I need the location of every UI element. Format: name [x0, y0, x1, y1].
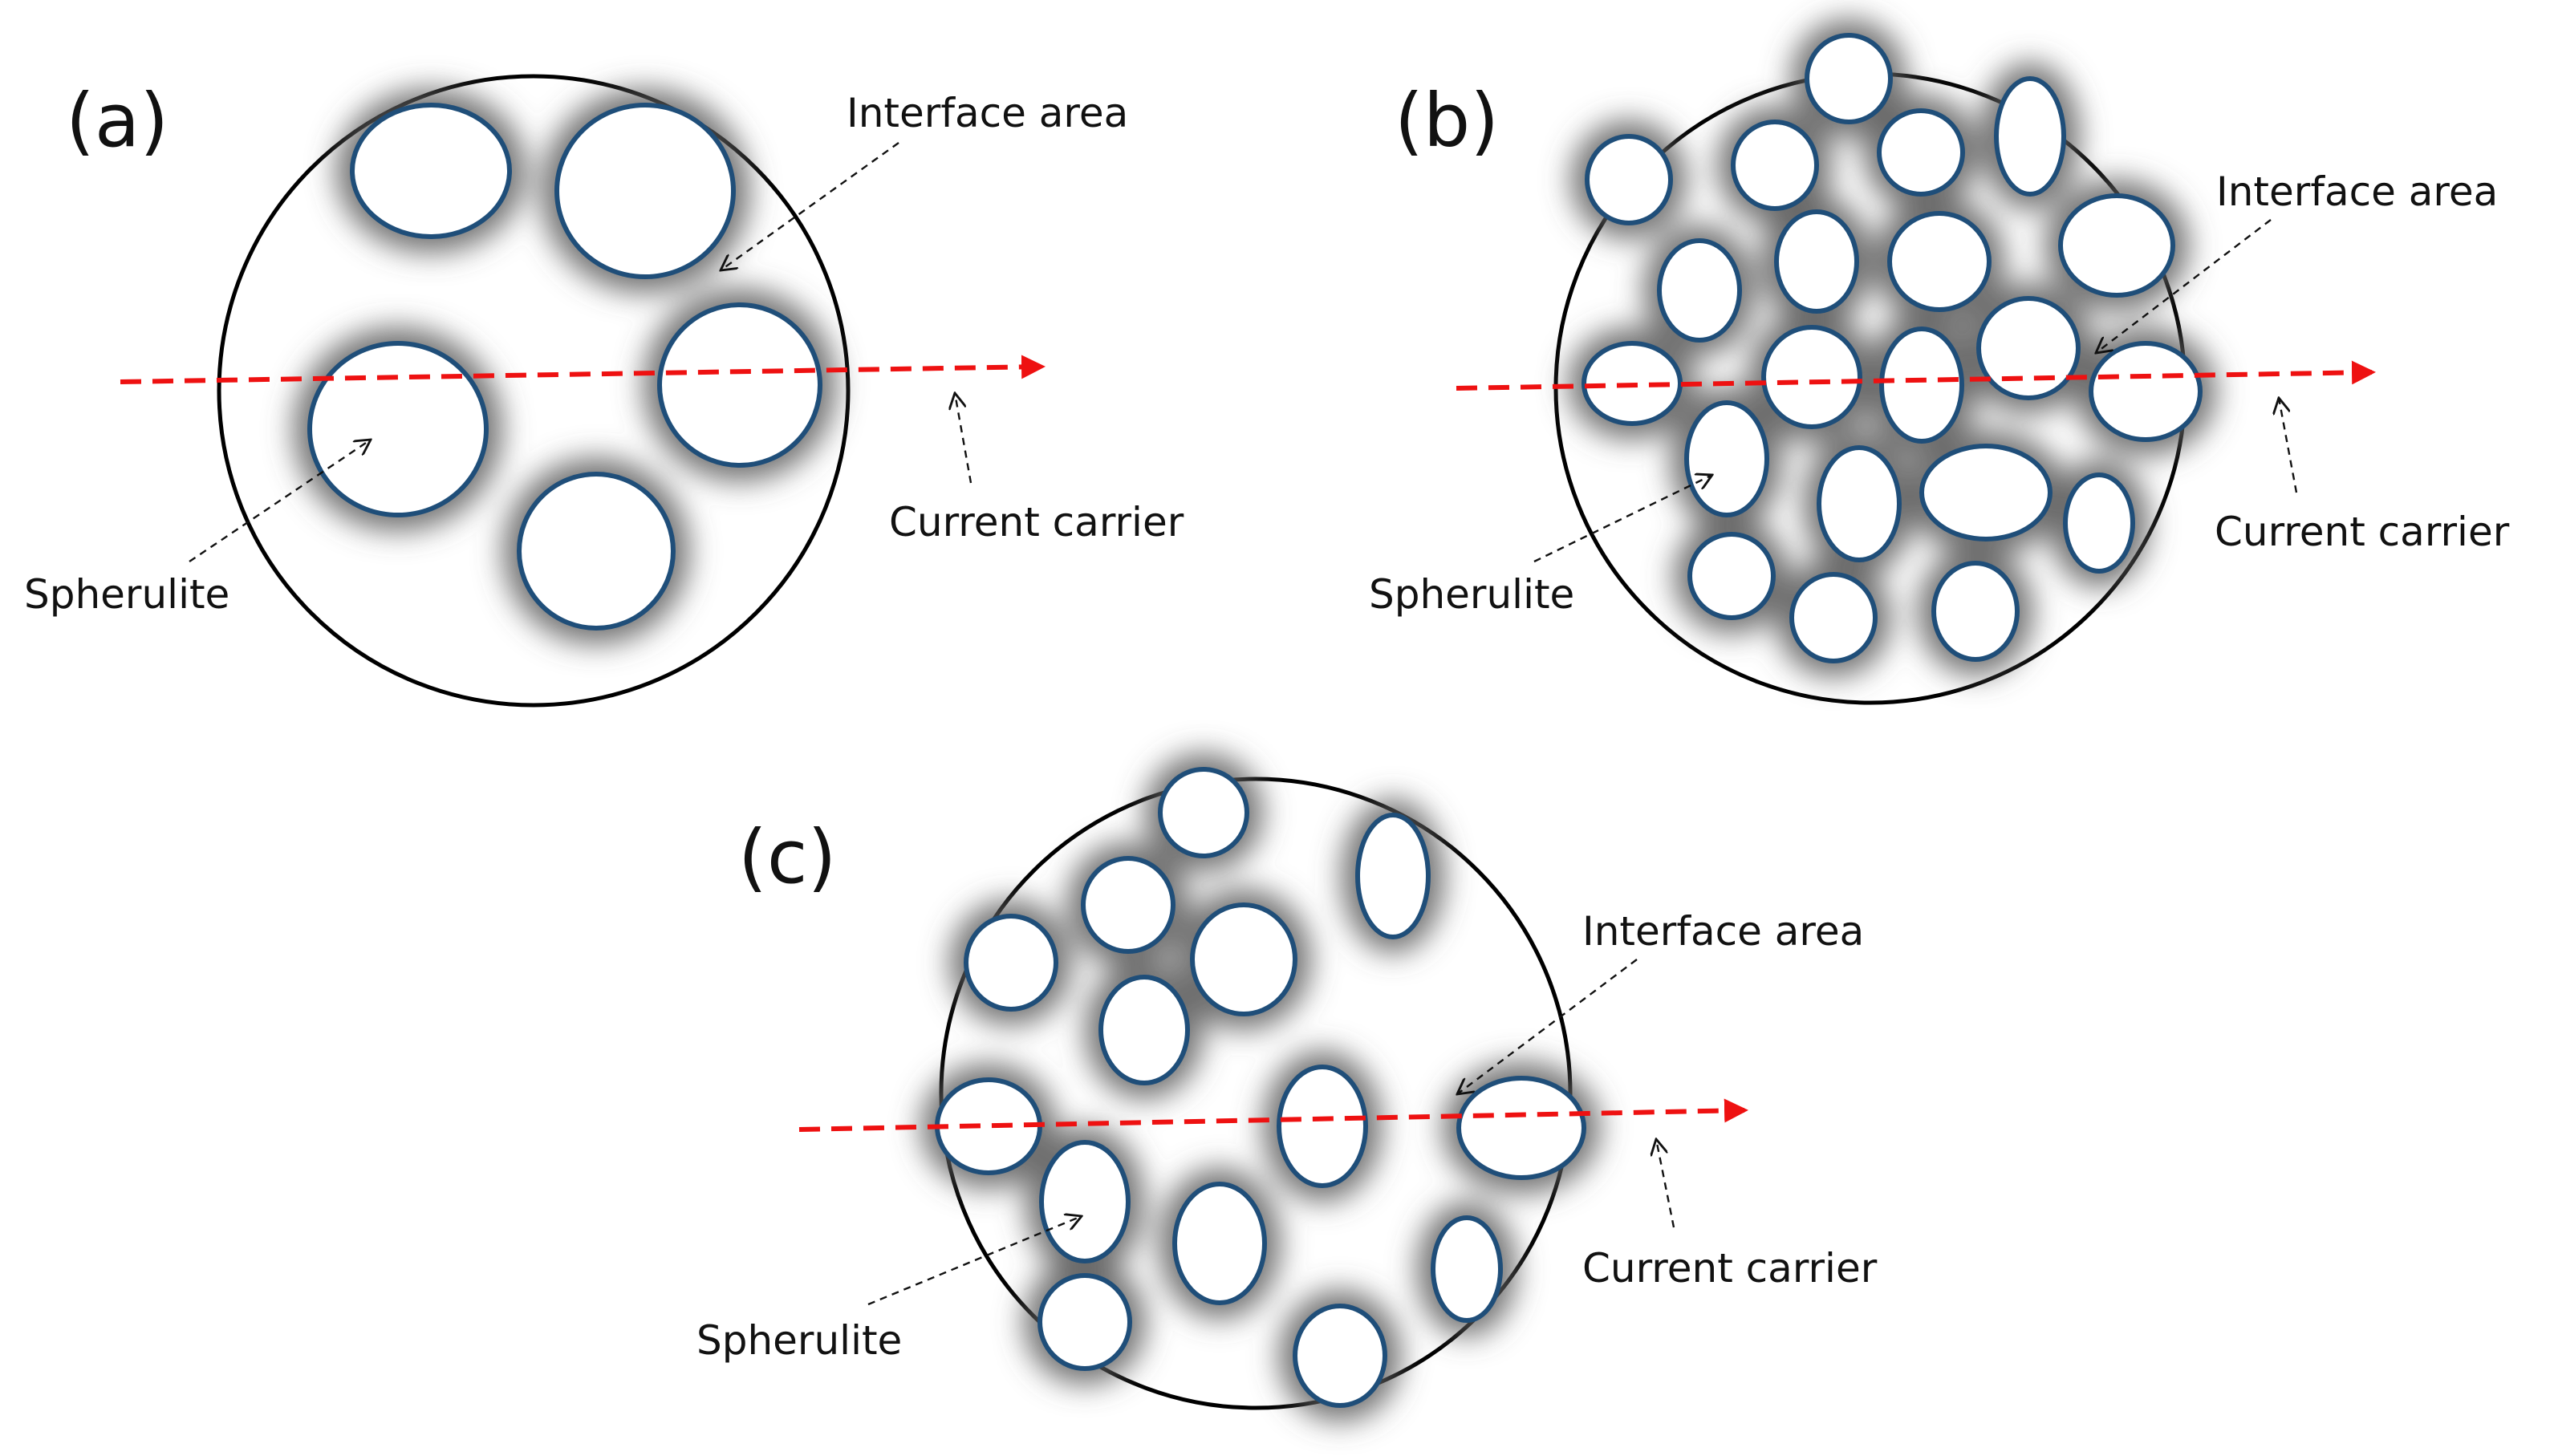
spherulite-label-b: Spherulite	[1369, 571, 1574, 618]
spherulite	[554, 103, 736, 279]
current-carrier-label-c: Current carrier	[1582, 1245, 1878, 1292]
spherulite	[1877, 108, 1965, 197]
spherulite	[1931, 561, 2020, 662]
interface-leader-b	[2096, 219, 2272, 353]
spherulite	[1172, 1182, 1267, 1305]
spherulites-b	[1582, 33, 2203, 663]
spherulite	[1887, 211, 1992, 312]
carrier-leader-c	[1656, 1139, 1675, 1228]
spherulite-label-a: Spherulite	[24, 571, 229, 618]
spherulite	[1657, 238, 1742, 343]
spherulite-label-c: Spherulite	[696, 1317, 902, 1364]
spherulite	[517, 472, 676, 631]
panel-b: (b)	[1369, 19, 2510, 705]
spherulite	[1805, 33, 1893, 124]
spherulite	[1731, 120, 1819, 211]
panel-label-b: (b)	[1395, 78, 1499, 164]
spherulite	[1355, 813, 1431, 939]
spherulite	[1081, 856, 1175, 954]
spherulite	[1976, 296, 2081, 400]
spherulite	[1684, 400, 1769, 517]
spherulites-c	[935, 767, 1586, 1408]
spherulite	[1293, 1304, 1387, 1408]
spherulite	[1687, 532, 1776, 620]
spherulite	[1039, 1140, 1131, 1263]
current-carrier-arrow-c	[798, 1098, 1748, 1132]
current-carrier-arrow-a	[120, 355, 1046, 384]
current-carrier-arrow-b	[1456, 360, 2376, 391]
spherulite	[1037, 1273, 1132, 1371]
spherulite	[657, 302, 822, 468]
spherulite	[2058, 193, 2175, 298]
spherulite	[1158, 767, 1249, 858]
spherulite	[1277, 1065, 1368, 1188]
panel-a: (a) Interface area Spherulite Current ca…	[24, 74, 1184, 708]
carrier-leader-a	[955, 393, 972, 484]
spherulites-a	[307, 103, 822, 631]
panel-label-a: (a)	[66, 78, 169, 164]
carrier-leader-b	[2279, 398, 2298, 493]
panel-label-c: (c)	[738, 814, 836, 900]
panel-c: (c)	[696, 753, 1878, 1422]
interface-area-label-b: Interface area	[2216, 168, 2498, 215]
spherulite-leader-a	[189, 440, 371, 562]
spherulite	[1456, 1076, 1586, 1180]
spherulite	[1098, 975, 1190, 1085]
spherulite	[2063, 472, 2135, 574]
spherulite	[1994, 76, 2066, 197]
spherulite	[1190, 902, 1297, 1016]
spherulite	[1789, 572, 1878, 663]
spherulite	[1774, 209, 1859, 314]
spherulite	[1879, 326, 1964, 444]
interface-leader-a	[721, 142, 899, 270]
spherulite	[1817, 445, 1902, 562]
current-carrier-label-a: Current carrier	[889, 499, 1184, 545]
spherulite	[1919, 444, 2053, 541]
spherulite	[964, 914, 1058, 1012]
interface-area-label-c: Interface area	[1582, 908, 1864, 955]
spherulite	[1761, 325, 1862, 429]
spherulite	[2089, 341, 2203, 442]
interface-area-label-a: Interface area	[847, 90, 1128, 136]
spherulite	[350, 103, 512, 239]
spherulite	[307, 341, 489, 517]
spherulite	[1431, 1215, 1503, 1323]
spherulite	[1585, 134, 1673, 225]
current-carrier-label-b: Current carrier	[2215, 509, 2510, 555]
